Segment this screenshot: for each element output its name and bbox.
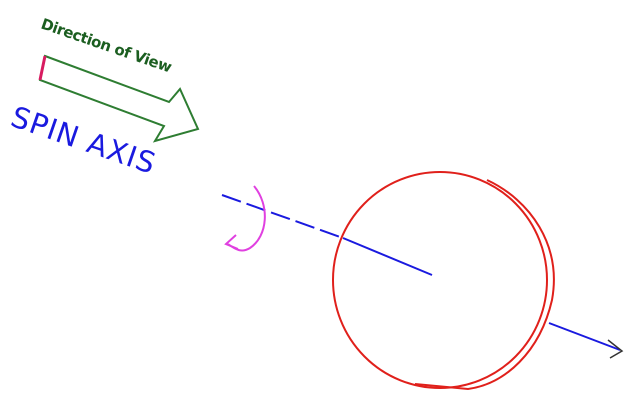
axis-arrowhead-icon: [607, 339, 624, 359]
spin-axis-label: SPIN AXIS: [7, 99, 161, 180]
rotation-arrow-icon: [224, 185, 266, 252]
spin-axis-outer-segment: [548, 322, 621, 351]
view-direction-arrow-icon: [38, 54, 200, 143]
spin-axis-dashed-segment: [221, 194, 344, 239]
direction-of-view-label: Direction of View: [39, 15, 175, 77]
spin-axis-inner-segment: [342, 237, 433, 276]
sphere: [332, 171, 555, 391]
